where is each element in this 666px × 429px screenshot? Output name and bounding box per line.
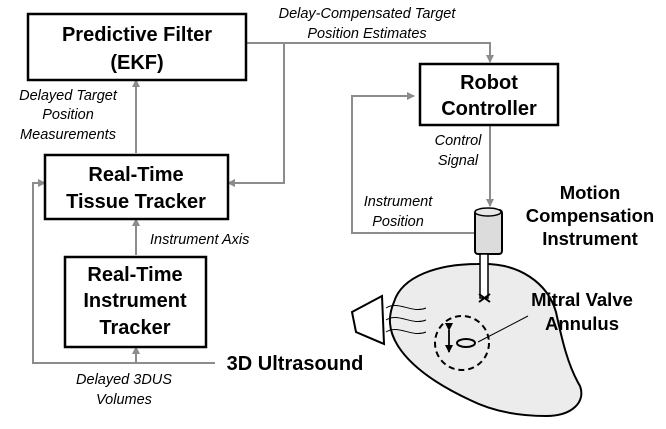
signal-labels: Delay-Compensated Target Position Estima…	[19, 6, 482, 408]
control-signal-label-line2: Signal	[438, 153, 479, 169]
mitral-valve-label-line1: Mitral Valve	[531, 289, 633, 310]
annulus-leader-line	[477, 315, 529, 343]
predictive-filter-line2: (EKF)	[110, 52, 163, 74]
instrument-tip-icon	[478, 293, 491, 303]
instrument-body-top	[474, 207, 502, 217]
robot-controller-line1: Robot	[460, 72, 518, 94]
delay-compensated-label-line1: Delay-Compensated Target	[279, 6, 457, 22]
arrow-instrument-position	[351, 92, 474, 234]
arrow-ekf-to-tissue-tracker	[227, 43, 285, 187]
arrow-us-to-tissue-tracker	[32, 179, 215, 364]
delayed-3dus-label-line1: Delayed 3DUS	[76, 372, 172, 388]
control-signal-label-line1: Control	[435, 133, 483, 149]
connections	[32, 42, 494, 364]
motion-compensation-label-line3: Instrument	[542, 228, 638, 249]
instrument-position-label-line2: Position	[372, 214, 424, 230]
instrument-shaft	[479, 253, 489, 299]
robot-controller-line2: Controller	[441, 98, 537, 120]
instrument-tracker-line2: Instrument	[83, 290, 187, 312]
heart-shape	[388, 262, 583, 418]
predictive-filter-block: Predictive Filter (EKF)	[26, 12, 248, 82]
motion-compensation-label-line2: Compensation	[526, 205, 654, 226]
instrument-tracker-line3: Tracker	[99, 317, 170, 339]
instrument-position-label-line1: Instrument	[364, 194, 433, 210]
delayed-3dus-label-line2: Volumes	[96, 392, 152, 408]
motion-compensation-label-line1: Motion	[560, 182, 621, 203]
tissue-tracker-line1: Real-Time	[88, 164, 183, 186]
component-labels: Motion Compensation Instrument Mitral Va…	[227, 182, 655, 375]
robot-controller-block: Robot Controller	[418, 62, 560, 127]
arrow-ekf-to-robot	[246, 42, 494, 63]
delayed-target-label-line2: Position	[42, 107, 94, 123]
ultrasound-probe-icon	[350, 294, 386, 346]
mitral-valve-label-line2: Annulus	[545, 313, 619, 334]
delayed-target-label-line3: Measurements	[20, 127, 116, 143]
instrument-tracker-block: Real-Time Instrument Tracker	[63, 255, 208, 349]
tissue-tracker-block: Real-Time Tissue Tracker	[43, 153, 230, 221]
predictive-filter-line1: Predictive Filter	[62, 24, 212, 46]
heart-illustration	[350, 207, 583, 418]
delayed-target-label-line1: Delayed Target	[19, 88, 118, 104]
annulus-region	[434, 315, 490, 371]
mitral-valve-icon	[456, 338, 476, 348]
delay-compensated-label-line2: Position Estimates	[307, 26, 426, 42]
instrument-tracker-line1: Real-Time	[87, 264, 182, 286]
instrument-axis-label: Instrument Axis	[150, 232, 249, 248]
ultrasound-waves	[385, 304, 427, 334]
tissue-tracker-line2: Tissue Tracker	[66, 191, 206, 213]
ultrasound-label: 3D Ultrasound	[227, 353, 364, 375]
